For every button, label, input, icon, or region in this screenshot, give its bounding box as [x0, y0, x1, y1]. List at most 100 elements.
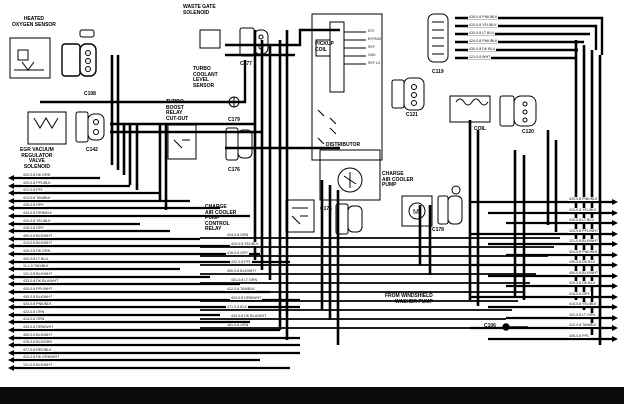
right-wire-label: 430-0.8 LT BLU [568, 218, 596, 222]
right-wire-arrow [612, 304, 618, 310]
left-wire-label: 423-0.8 ORN [22, 310, 46, 314]
module-pin-label: REF LO [368, 61, 381, 65]
left-wire-label: 434-0.8 ORN/BLK [22, 211, 53, 215]
right-wire-label: 416-0.8 GRY [568, 292, 591, 296]
module-pin-label: REF [368, 45, 375, 49]
right-wire-arrow [612, 315, 618, 321]
charge-pump-label: CHARGE AIR COOLER PUMP [382, 171, 414, 188]
egr-solenoid [27, 111, 105, 145]
left-wire-label: 435-0.8 GRY [22, 203, 45, 207]
left-wire-label: 11-1.0 TAN/BLK [22, 264, 50, 268]
left-wire-label: 430-0.8 PPL/WHT [22, 287, 54, 291]
left-wire-arrow [8, 213, 14, 219]
distributor [319, 149, 381, 201]
egr-label: EGR VACUUM REGULATOR VALVE SOLENOID [20, 147, 54, 170]
heated-o2-label: HEATED OXYGEN SENSOR [12, 16, 56, 28]
distributor-label: DISTRIBUTOR [326, 142, 361, 148]
left-wire-arrow [8, 365, 14, 371]
c178-label: C178 [432, 227, 444, 233]
mid-wire-label: 433-0.8 DK BLU/WHT [230, 314, 268, 318]
right-wire-label: 412-0.8 TAN/BLK [568, 323, 598, 327]
c119-label: C119 [432, 69, 444, 75]
left-wire-label: 477-0.8 RED/BLK [22, 348, 53, 352]
right-wire-arrow [612, 220, 618, 226]
left-wire-arrow [8, 297, 14, 303]
module-pin-label: GND [368, 53, 376, 57]
left-wire-arrow [8, 183, 14, 189]
right-wire-arrow [612, 336, 618, 342]
right-wire-label: 120-0.8 PPL/WHT [568, 229, 600, 233]
right-wire-arrow [612, 241, 618, 247]
charge-relay-label: CHARGE AIR COOLER PUMP CONTROL RELAY [205, 204, 237, 232]
right-wire-arrow [612, 210, 618, 216]
left-wire-arrow [8, 243, 14, 249]
turbo-boost-label: TURBO BOOST RELAY CUT-OUT [166, 99, 189, 122]
left-wire-arrow [8, 274, 14, 280]
c108-label: C108 [84, 91, 96, 97]
c177-label: C177 [240, 61, 252, 67]
right-wire-label: 426-0.8 PPL [568, 334, 590, 338]
left-wire-label: 433-0.8 DK BLU/WHT [22, 279, 60, 283]
right-wire-label: 450-0.8 BLK/WHT [568, 271, 600, 275]
right-wire-arrow [612, 231, 618, 237]
right-wire-arrow [612, 325, 618, 331]
right-wire-arrow [612, 273, 618, 279]
right-wire-arrow [612, 283, 618, 289]
left-wire-arrow [8, 259, 14, 265]
left-wire-arrow [8, 251, 14, 257]
left-wire-label: 121-0.8 BLK/WHT [22, 272, 54, 276]
washer-label: FROM WINDSHIELD WASHER PUMP [385, 293, 433, 305]
c120-label: C120 [522, 129, 534, 135]
bottom-border [0, 387, 624, 404]
c176-label: C176 [228, 167, 240, 173]
right-wire-label: 430-0.8 DK BLU [568, 260, 597, 264]
left-wire-arrow [8, 236, 14, 242]
left-wire-label: 412-0.8 PPL [22, 188, 44, 192]
module-pin-label: BYPASS [368, 37, 382, 41]
c121-connector [391, 77, 425, 111]
top-wire-label: 430-0.8 DK BLU [468, 47, 497, 51]
mid-wire-label: 412-0.8 TAN/BLK [226, 287, 256, 291]
left-wire-label: 432-0.8 LT BLU [22, 257, 50, 261]
left-wire-label: 450-0.8 BLK/WHT [22, 295, 54, 299]
left-wire-arrow [8, 205, 14, 211]
left-wire-label: 121-0.8 BLK/WHT [22, 363, 54, 367]
waste-gate-label: WASTE GATE SOLENOID [183, 4, 216, 16]
left-wire-arrow [8, 357, 14, 363]
coil-label: COIL [474, 126, 486, 132]
left-wire-label: 414-0.8 ORN [22, 317, 46, 321]
mid-wire-label: 431-0.8 LT GRN [230, 278, 259, 282]
c121-label: C121 [406, 112, 418, 118]
left-wire-label: 424-0.8 PNK/BLK [22, 302, 53, 306]
right-wire-arrow [612, 199, 618, 205]
ignition-module [311, 13, 383, 161]
left-wire-label: 426-0.8 DK GRN [22, 249, 52, 253]
left-wire-label: 433-0.8 ORN/WHT [22, 325, 55, 329]
right-wire-label: 433-0.8 DK BLU [568, 281, 597, 285]
left-wire-arrow [8, 266, 14, 272]
turbo-coolant-label: TURBO COOLANT LEVEL SENSOR [193, 66, 218, 89]
left-wire-label: 416-0.8 GRY [22, 226, 45, 230]
left-wire-label: 412-0.8 DK GRN/WHT [22, 355, 61, 359]
left-wire-label: 410-0.8 YEL/BLK [22, 219, 52, 223]
turbo-boost-relay [167, 124, 253, 161]
mid-wire-label: 432-0.8 PPL [230, 260, 252, 264]
module-pin-label: EST [368, 29, 375, 33]
c142-label: C142 [86, 147, 98, 153]
svg-text:M: M [413, 209, 419, 216]
left-wire-arrow [8, 304, 14, 310]
top-wire-label: 410-0.8 YEL/BLK [468, 23, 498, 27]
c179-label: C179 [228, 117, 240, 123]
right-wire-label: 121-0.8 BLK/WHT [568, 239, 600, 243]
mid-wire-label: 471-0.8 BLK [226, 305, 248, 309]
left-wire-arrow [8, 281, 14, 287]
left-wire-arrow [8, 335, 14, 341]
left-wire-label: 476-0.8 BLK/GRN [22, 340, 53, 344]
left-wire-arrow [8, 350, 14, 356]
right-wire-arrow [612, 294, 618, 300]
turbo-coolant-sensor [228, 96, 240, 108]
left-wire-arrow [8, 221, 14, 227]
mid-wire-label: 424-0.8 ORN/WHT [230, 296, 263, 300]
